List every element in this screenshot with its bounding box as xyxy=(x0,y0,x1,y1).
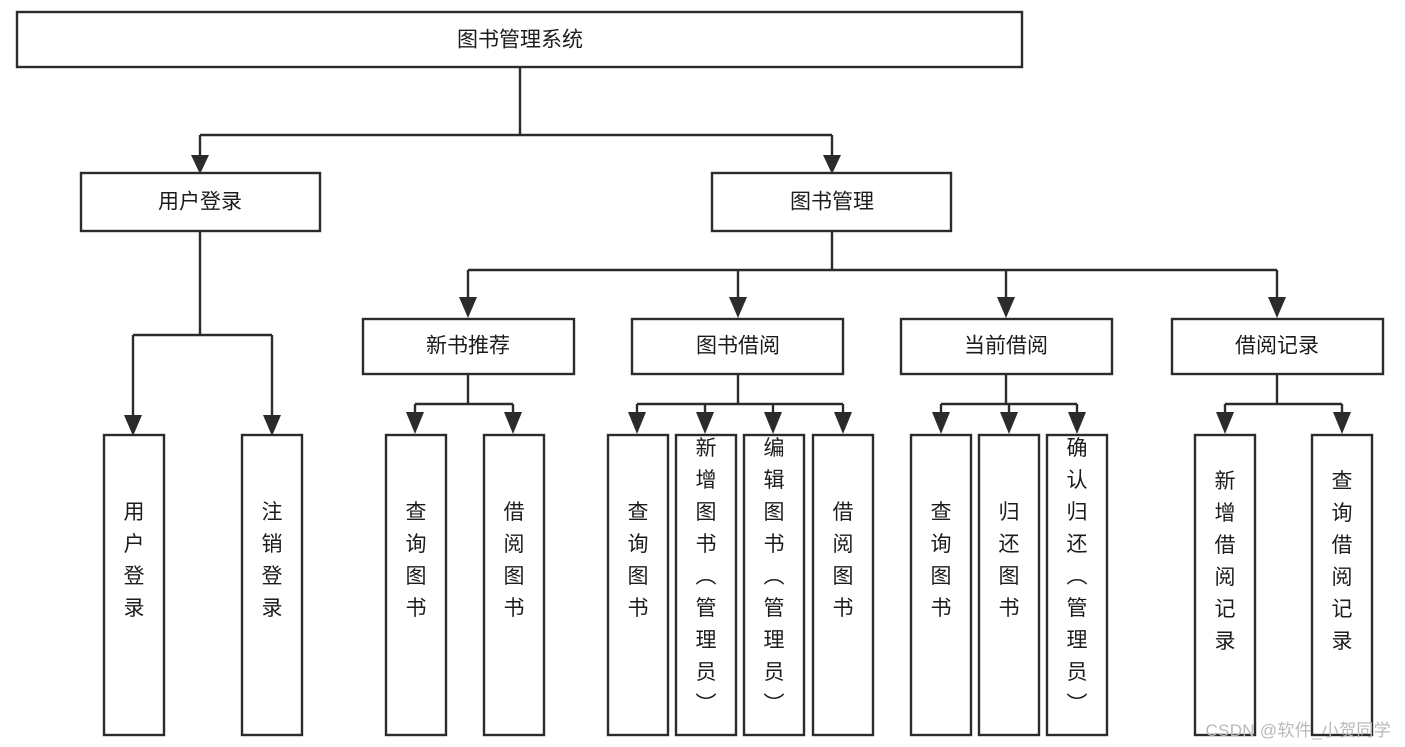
node-current-borrow-label: 当前借阅 xyxy=(964,335,1048,358)
leaf-box xyxy=(384,433,448,737)
node-user-login-box xyxy=(79,171,322,233)
leaf-label-cb-query-book: 查询图书 xyxy=(931,501,952,620)
node-borrow-record-box xyxy=(1170,317,1385,376)
leaf-box xyxy=(977,433,1041,737)
leaf-label-bb-edit-book: 编辑图书︵管理员︶ xyxy=(764,437,785,716)
leaf-label-query-book: 查询图书 xyxy=(406,501,427,620)
arrow-head-user-login xyxy=(191,155,209,174)
node-user-login[interactable]: 用户登录 xyxy=(79,171,322,233)
arrow-head-leaf-logout xyxy=(263,415,281,436)
arrow-head-bb-leaf-3 xyxy=(764,412,782,434)
leaf-label-br-add-record: 新增借阅记录 xyxy=(1215,470,1236,653)
arrow-head-bb-leaf-2 xyxy=(696,412,714,434)
node-new-book-recommend-box xyxy=(361,317,576,376)
leaf-box xyxy=(1045,433,1109,737)
connector-layer xyxy=(124,67,1351,436)
leaf-box xyxy=(909,433,973,737)
csdn-watermark: CSDN @软件_小贺同学 xyxy=(1205,721,1391,740)
leaf-label-cb-return-book: 归还图书 xyxy=(999,501,1020,620)
leaf-node-cb-query-book[interactable]: 查询图书 xyxy=(909,433,973,737)
node-book-management-label: 图书管理 xyxy=(790,191,874,214)
node-borrow-record[interactable]: 借阅记录 xyxy=(1170,317,1385,376)
leaf-box xyxy=(1193,433,1257,737)
leaf-node-br-add-record[interactable]: 新增借阅记录 xyxy=(1193,433,1257,737)
arrow-head-nb-leaf-1 xyxy=(406,412,424,434)
arrow-head-br-leaf-2 xyxy=(1333,412,1351,434)
leaf-node-bb-query-book[interactable]: 查询图书 xyxy=(606,433,670,737)
arrow-head-nb-leaf-2 xyxy=(504,412,522,434)
arrow-head-borrow-record xyxy=(1268,297,1286,318)
leaf-label-user-login: 用户登录 xyxy=(124,501,145,620)
leaf-box xyxy=(240,433,304,737)
leaf-node-new-book-query[interactable]: 查询图书 xyxy=(384,433,448,737)
arrow-head-cb-leaf-1 xyxy=(932,412,950,434)
arrow-head-leaf-user-login xyxy=(124,415,142,436)
node-book-borrow-box xyxy=(630,317,845,376)
node-book-management[interactable]: 图书管理 xyxy=(710,171,953,233)
leaf-label-bb-add-book: 新增图书︵管理员︶ xyxy=(696,437,717,716)
arrow-head-book-borrow xyxy=(729,297,747,318)
arrow-head-cb-leaf-2 xyxy=(1000,412,1018,434)
node-root-box xyxy=(15,10,1024,69)
node-current-borrow-box xyxy=(899,317,1114,376)
leaf-label-bb-borrow-book: 借阅图书 xyxy=(833,501,854,620)
arrow-head-br-leaf-1 xyxy=(1216,412,1234,434)
node-book-management-box xyxy=(710,171,953,233)
leaf-node-cb-confirm-return[interactable]: 确认归还︵管理员︶ xyxy=(1045,433,1109,737)
node-user-login-label: 用户登录 xyxy=(158,191,242,214)
node-root-book-management-system[interactable]: 图书管理系统 xyxy=(15,10,1024,69)
node-new-book-recommend-label: 新书推荐 xyxy=(426,335,510,358)
leaf-box xyxy=(1310,433,1374,737)
node-book-borrow-label: 图书借阅 xyxy=(696,335,780,358)
node-book-borrow[interactable]: 图书借阅 xyxy=(630,317,845,376)
leaf-node-cb-return-book[interactable]: 归还图书 xyxy=(977,433,1041,737)
node-root-label: 图书管理系统 xyxy=(457,29,583,52)
arrow-head-book-manage xyxy=(823,155,841,174)
leaf-node-br-query-record[interactable]: 查询借阅记录 xyxy=(1310,433,1374,737)
leaf-box xyxy=(482,433,546,737)
leaf-label-cb-confirm-return: 确认归还︵管理员︶ xyxy=(1067,437,1088,716)
leaf-label-logout: 注销登录 xyxy=(262,501,283,620)
leaf-box xyxy=(606,433,670,737)
arrow-head-bb-leaf-4 xyxy=(834,412,852,434)
arrow-head-bb-leaf-1 xyxy=(628,412,646,434)
node-current-borrow[interactable]: 当前借阅 xyxy=(899,317,1114,376)
arrow-head-current-borrow xyxy=(997,297,1015,318)
leaf-label-bb-query-book: 查询图书 xyxy=(628,501,649,620)
node-borrow-record-label: 借阅记录 xyxy=(1235,335,1319,358)
node-new-book-recommend[interactable]: 新书推荐 xyxy=(361,317,576,376)
arrow-head-cb-leaf-3 xyxy=(1068,412,1086,434)
leaf-box xyxy=(742,433,806,737)
leaf-label-borrow-book: 借阅图书 xyxy=(504,501,525,620)
leaf-node-bb-borrow-book[interactable]: 借阅图书 xyxy=(811,433,875,737)
leaf-box xyxy=(811,433,875,737)
leaf-label-br-query-record: 查询借阅记录 xyxy=(1332,470,1353,653)
leaf-node-user-login-login[interactable]: 用户登录 xyxy=(102,433,166,737)
leaf-node-new-book-borrow[interactable]: 借阅图书 xyxy=(482,433,546,737)
leaf-node-user-login-logout[interactable]: 注销登录 xyxy=(240,433,304,737)
leaf-node-bb-add-book[interactable]: 新增图书︵管理员︶ xyxy=(674,433,738,737)
leaf-node-bb-edit-book[interactable]: 编辑图书︵管理员︶ xyxy=(742,433,806,737)
arrow-head-new-book xyxy=(459,297,477,318)
leaf-box xyxy=(102,433,166,737)
leaf-box xyxy=(674,433,738,737)
